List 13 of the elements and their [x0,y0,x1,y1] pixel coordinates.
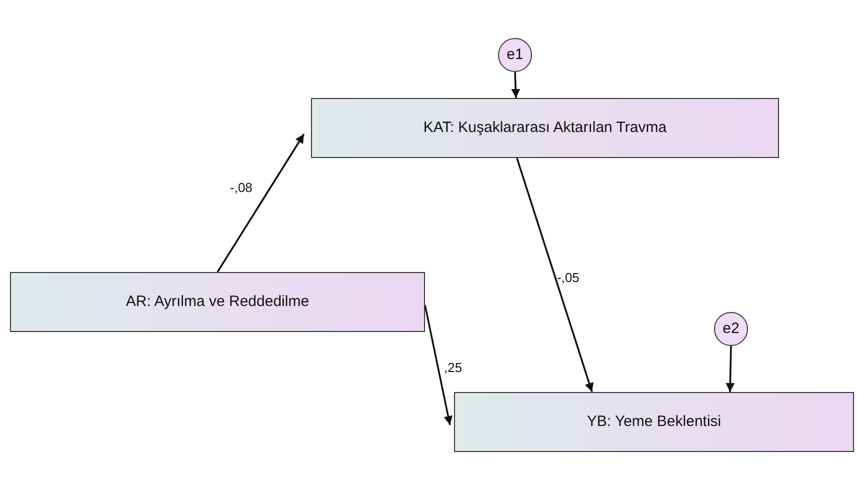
arrow [516,158,594,392]
arrow [424,304,453,426]
error-term-circle: e1 [498,38,532,72]
variable-box: AR: Ayrılma ve Reddedilme [10,272,425,332]
error-term-circle: e2 [714,312,748,346]
edge-label: -,08 [230,180,252,195]
variable-box: YB: Yeme Beklentisi [454,392,854,452]
arrow [726,346,735,392]
edge-label: -,05 [557,270,580,285]
variable-box: KAT: Kuşaklararası Aktarılan Travma [311,98,779,158]
edge-label: ,25 [444,360,462,375]
arrow [511,72,520,98]
arrow [216,134,305,272]
